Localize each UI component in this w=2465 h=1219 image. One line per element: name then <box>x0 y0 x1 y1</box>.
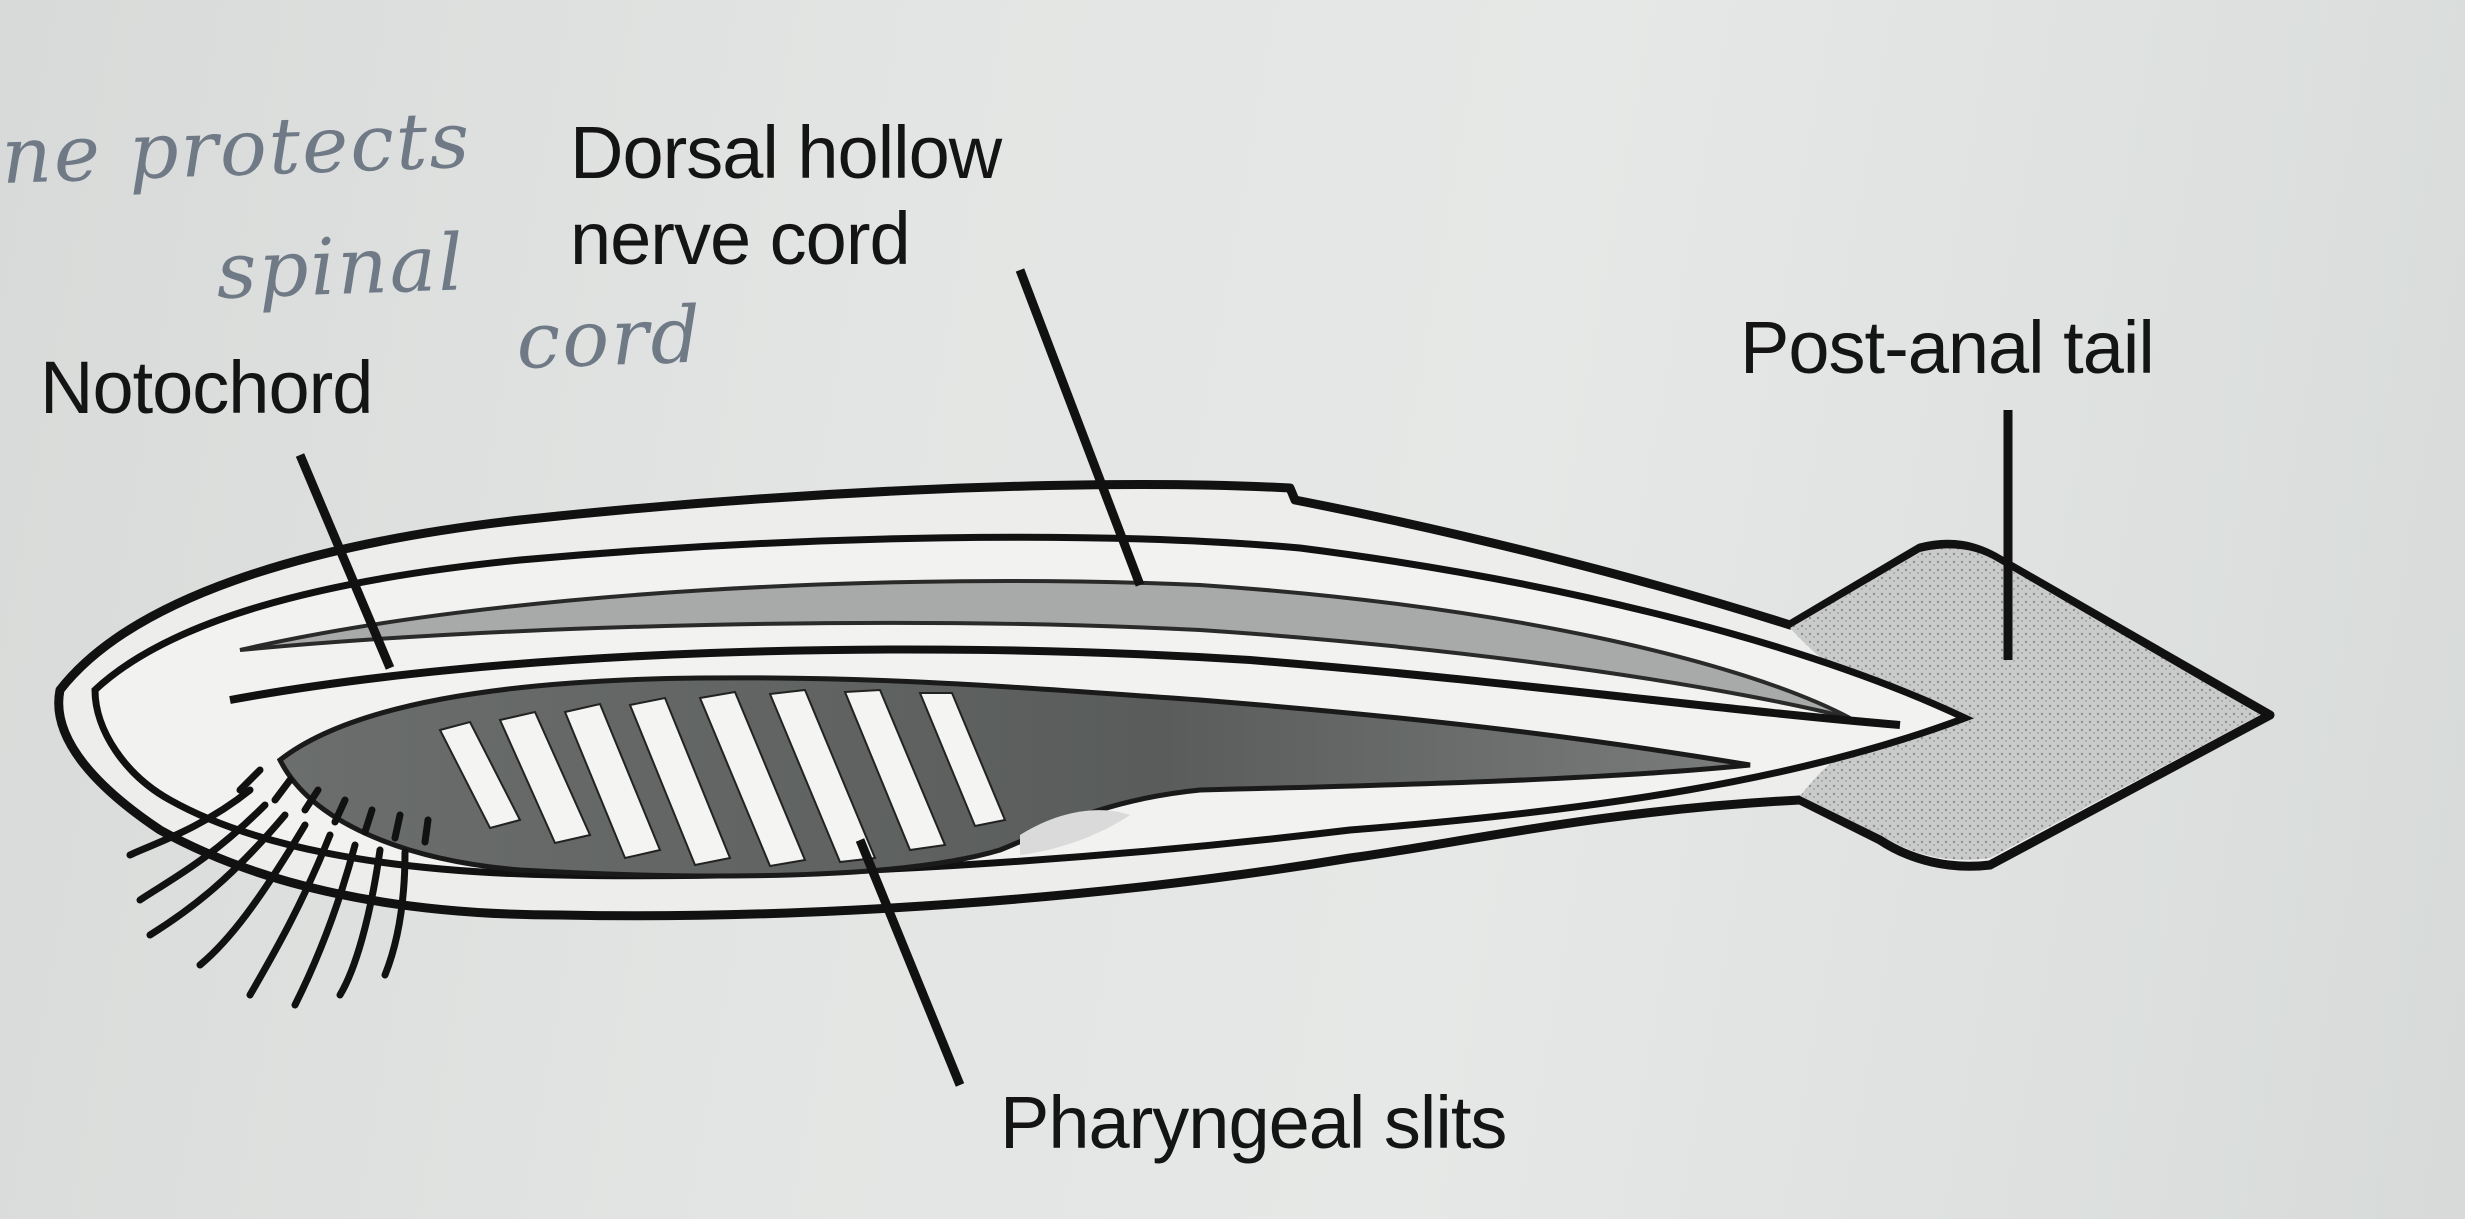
tail-fin <box>1790 548 2260 860</box>
notochord-shape <box>229 645 1901 729</box>
post-anal-tail-label: Post-anal tail <box>1740 306 2155 389</box>
handwritten-note-line-1: ne protects <box>0 95 473 202</box>
gut-highlight <box>1020 810 1130 855</box>
handwritten-note-line-3: cord <box>514 290 704 387</box>
oral-tentacles <box>126 766 432 1009</box>
pharyngeal-slits-label: Pharyngeal slits <box>1000 1081 1507 1164</box>
handwritten-note-line-2: spinal <box>214 218 467 317</box>
slits-pointer <box>855 838 965 1087</box>
dorsal-nerve-cord-label: Dorsal hollow nerve cord <box>570 111 1002 280</box>
notochord-label: Notochord <box>40 346 373 429</box>
nerve-cord-pointer <box>1015 268 1145 587</box>
notochord-pointer <box>295 453 395 670</box>
pharyngeal-slits-group <box>438 688 1007 868</box>
